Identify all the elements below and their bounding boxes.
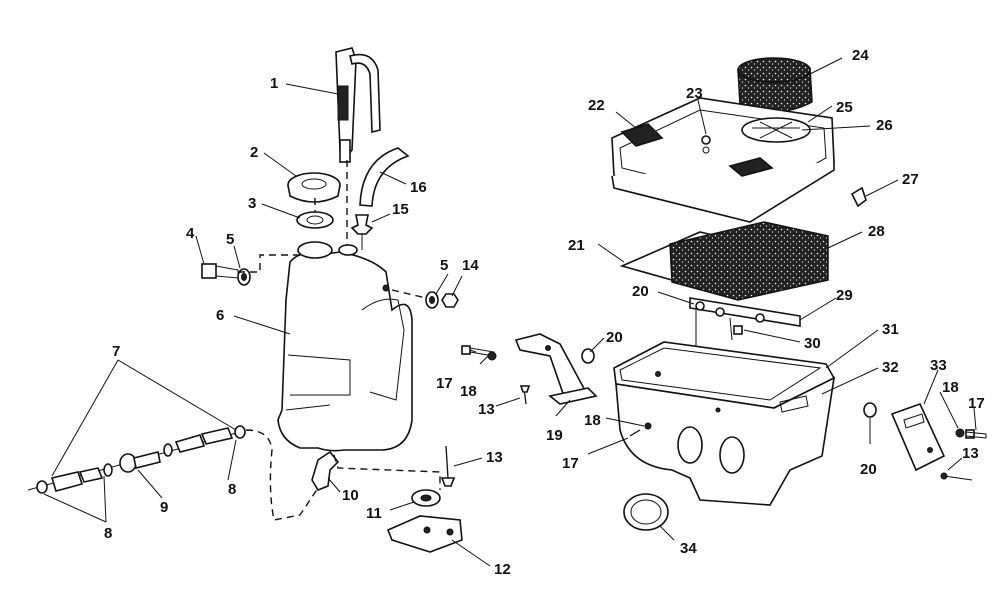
- callout-19: 19: [546, 427, 563, 444]
- tank-bolt: [201, 263, 239, 279]
- callout-28: 28: [868, 223, 885, 240]
- washer-left-airbox: [487, 351, 497, 361]
- callout-1: 1: [270, 75, 278, 92]
- callout-30: 30: [804, 335, 821, 352]
- retaining-clip: [850, 186, 867, 208]
- assembly-line-washer: [391, 289, 427, 299]
- callout-24: 24: [852, 47, 869, 64]
- foam-prefilter: [737, 57, 813, 113]
- callout-33: 33: [930, 357, 947, 374]
- callout-14: 14: [462, 257, 479, 274]
- bolt-right: [965, 429, 987, 439]
- vent-fitting: [350, 214, 374, 250]
- callout-10: 10: [342, 487, 359, 504]
- callout-8a: 8: [228, 481, 236, 498]
- air-box: [613, 341, 836, 506]
- callout-25: 25: [836, 99, 853, 116]
- callout-6: 6: [216, 307, 224, 324]
- callout-31: 31: [882, 321, 899, 338]
- callout-22: 22: [588, 97, 605, 114]
- callout-labels: 1 2 3 4 5 5 6 7 8 8 9 10 11 12 13 14 15 …: [104, 47, 985, 578]
- callout-26: 26: [876, 117, 893, 134]
- callout-20b: 20: [606, 329, 623, 346]
- callout-17a: 17: [436, 375, 453, 392]
- callout-13b: 13: [478, 401, 495, 418]
- tank-screw: [440, 445, 456, 487]
- grommet-left: [581, 348, 595, 364]
- callout-9: 9: [160, 499, 168, 516]
- assembly-line-grommet: [333, 454, 441, 490]
- grommet-right: [863, 402, 877, 418]
- callout-20c: 20: [860, 461, 877, 478]
- callout-23: 23: [686, 85, 703, 102]
- callout-7: 7: [112, 343, 120, 360]
- intake-boot: [623, 493, 669, 531]
- air-box-lid: [611, 97, 835, 223]
- vent-hose: [359, 147, 410, 207]
- callout-18b: 18: [584, 412, 601, 429]
- callout-17c: 17: [968, 395, 985, 412]
- outlet-fitting: [311, 450, 340, 491]
- fuel-gauge-sender: [335, 47, 381, 163]
- fuel-tank: [277, 241, 413, 452]
- callout-17b: 17: [562, 455, 579, 472]
- lid-grommet: [701, 135, 711, 145]
- callout-5a: 5: [226, 231, 234, 248]
- callout-21: 21: [568, 237, 585, 254]
- bolt-bottom: [629, 429, 641, 437]
- leader-lines: [43, 57, 977, 567]
- callout-18c: 18: [942, 379, 959, 396]
- callout-34: 34: [680, 540, 697, 557]
- washer-right-airbox: [955, 428, 965, 438]
- callout-8b: 8: [104, 525, 112, 542]
- callout-4: 4: [186, 225, 195, 242]
- filter-element: [619, 221, 829, 301]
- assembly-line-fuel: [245, 429, 319, 521]
- side-plate: [890, 403, 946, 472]
- callout-12: 12: [494, 561, 511, 578]
- callout-13c: 13: [962, 445, 979, 462]
- callout-20a: 20: [632, 283, 649, 300]
- callout-27: 27: [902, 171, 919, 188]
- callout-3: 3: [248, 195, 256, 212]
- fuel-line-assembly: [27, 425, 246, 494]
- callout-11: 11: [366, 505, 382, 522]
- tank-bracket: [386, 515, 463, 553]
- washer-bottom: [644, 422, 652, 430]
- callout-15: 15: [392, 201, 409, 218]
- washer-left: [237, 268, 251, 286]
- callout-2: 2: [250, 144, 258, 161]
- callout-29: 29: [836, 287, 853, 304]
- screw-right: [940, 472, 973, 481]
- tank-cap: [287, 172, 341, 203]
- callout-5b: 5: [440, 257, 448, 274]
- callout-32: 32: [882, 359, 899, 376]
- grommet: [411, 489, 441, 507]
- callout-13a: 13: [486, 449, 503, 466]
- air-box-bracket: [514, 333, 598, 405]
- mounting-rail: [689, 297, 801, 352]
- callout-16: 16: [410, 179, 427, 196]
- washer-right: [425, 291, 439, 309]
- assembly-line-bolt: [238, 254, 300, 273]
- gasket: [296, 211, 334, 229]
- callout-18a: 18: [460, 383, 477, 400]
- lock-nut: [441, 293, 459, 308]
- screw-bracket: [519, 385, 531, 405]
